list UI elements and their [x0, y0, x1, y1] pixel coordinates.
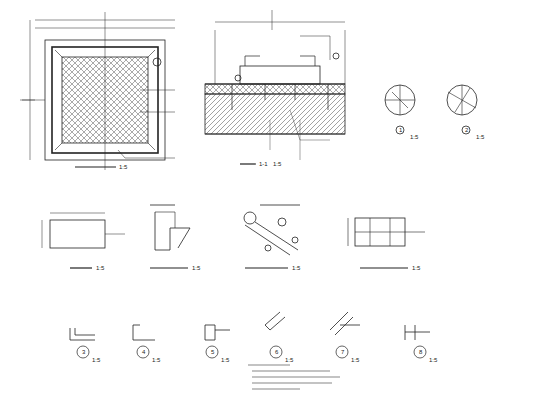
scale-label: 1:5: [191, 265, 201, 271]
scale-label: 1:5: [118, 164, 128, 170]
scale-label: 1:5: [220, 357, 230, 363]
scale-label: 1:5: [91, 357, 101, 363]
callout-number: 2: [464, 127, 469, 133]
callout-number: 1: [398, 127, 403, 133]
callout-number: 5: [210, 349, 215, 355]
scale-label: 1:5: [95, 265, 105, 271]
callout-number: 7: [340, 349, 345, 355]
callout-number: 6: [274, 349, 279, 355]
scale-label: 1:5: [291, 265, 301, 271]
scale-label: 1:5: [350, 357, 360, 363]
scale-label: 1:5: [475, 134, 485, 140]
scale-label: 1:5: [284, 357, 294, 363]
callout-number: 8: [418, 349, 423, 355]
scale-label: 1:5: [428, 357, 438, 363]
scale-label: 1:5: [151, 357, 161, 363]
scale-label: 1:5: [272, 161, 282, 167]
scale-label: 1-1: [258, 161, 269, 167]
callout-number: 4: [141, 349, 146, 355]
scale-label: 1:5: [411, 265, 421, 271]
callout-number: 3: [81, 349, 86, 355]
scale-label: 1:5: [409, 134, 419, 140]
